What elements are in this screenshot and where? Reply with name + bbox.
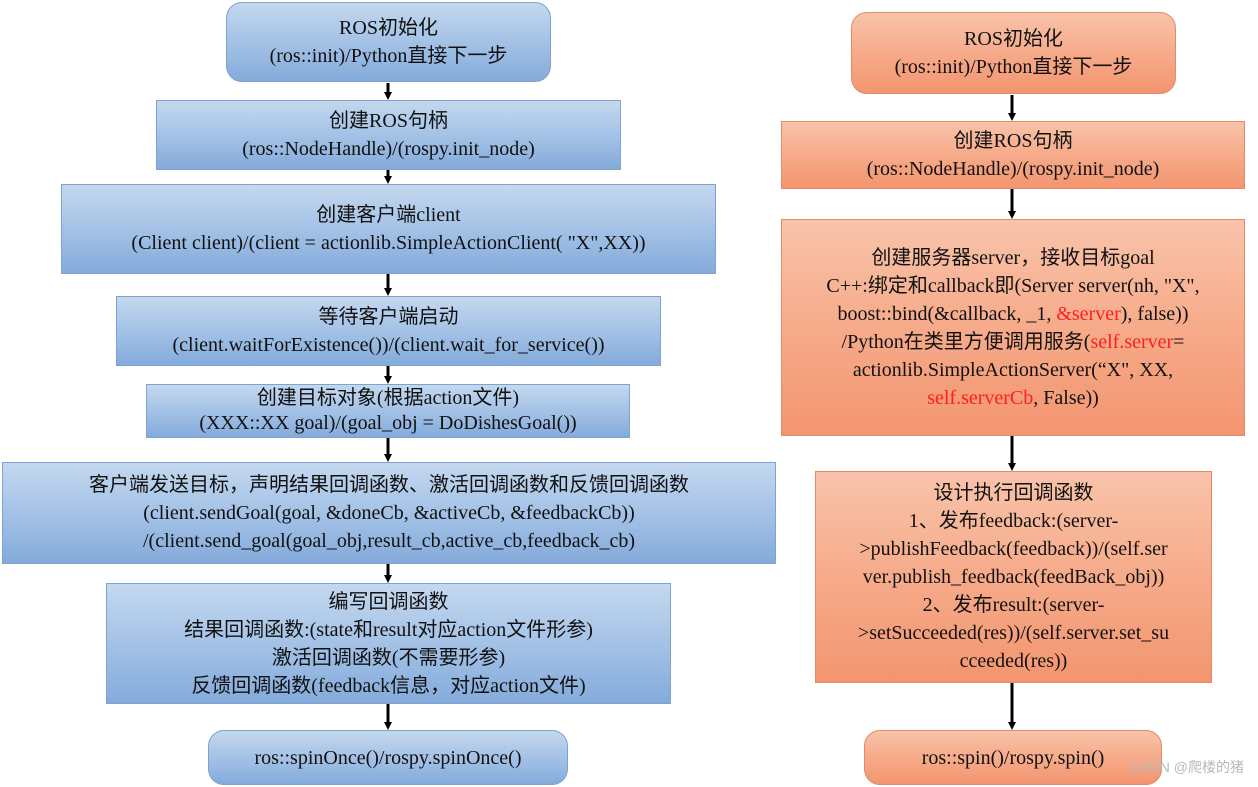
right-step-execute-callback-result-1: 2、发布result:(server-: [922, 594, 1105, 616]
left-step-create-handle: 创建ROS句柄 (ros::NodeHandle)/(rospy.init_no…: [156, 100, 621, 170]
left-step-spin-once-text: ros::spinOnce()/rospy.spinOnce(): [254, 746, 522, 769]
left-step-send-goal-title: 客户端发送目标，声明结果回调函数、激活回调函数和反馈回调函数: [89, 474, 689, 496]
left-step-create-goal: 创建目标对象(根据action文件) (XXX::XX goal)/(goal_…: [146, 384, 630, 438]
left-step-create-client-detail: (Client client)/(client = actionlib.Simp…: [131, 232, 646, 254]
left-step-wait-client-title: 等待客户端启动: [318, 306, 459, 328]
left-step-wait-client-detail: (client.waitForExistence())/(client.wait…: [172, 334, 605, 356]
csdn-watermark: CSDN @爬楼的猪: [1130, 759, 1244, 775]
left-step-create-goal-detail: (XXX::XX goal)/(goal_obj = DoDishesGoal(…: [199, 412, 577, 434]
self-servercb-highlight: self.serverCb: [927, 386, 1034, 409]
right-step-create-server-bind: boost::bind(&callback, _1, &server), fal…: [837, 302, 1189, 325]
left-step-ros-init-title: ROS初始化: [339, 17, 438, 39]
right-step-create-server-python: /Python在类里方便调用服务(self.server=: [841, 330, 1185, 353]
left-step-write-callbacks: 编写回调函数 结果回调函数:(state和result对应action文件形参)…: [106, 583, 671, 704]
left-step-write-callbacks-feedback: 反馈回调函数(feedback信息，对应action文件): [191, 674, 586, 697]
left-step-write-callbacks-result: 结果回调函数:(state和result对应action文件形参): [184, 618, 593, 641]
right-step-execute-callback: 设计执行回调函数 1、发布feedback:(server- >publishF…: [815, 471, 1212, 683]
left-step-create-client-title: 创建客户端client: [316, 204, 461, 226]
right-step-execute-callback-feedback-1: 1、发布feedback:(server-: [908, 510, 1119, 532]
right-step-ros-init-detail: (ros::init)/Python直接下一步: [894, 56, 1133, 78]
left-step-write-callbacks-title: 编写回调函数: [328, 590, 449, 613]
left-step-send-goal: 客户端发送目标，声明结果回调函数、激活回调函数和反馈回调函数 (client.s…: [2, 462, 776, 564]
right-step-create-server-action: actionlib.SimpleActionServer(“X", XX,: [852, 358, 1174, 381]
right-step-execute-callback-result-3: cceeded(res)): [959, 650, 1068, 672]
right-step-create-handle: 创建ROS句柄 (ros::NodeHandle)/(rospy.init_no…: [781, 121, 1245, 189]
right-step-execute-callback-result-2: >setSucceeded(res))/(self.server.set_su: [857, 622, 1170, 644]
left-step-spin-once: ros::spinOnce()/rospy.spinOnce(): [208, 730, 568, 785]
right-step-execute-callback-feedback-2: >publishFeedback(feedback))/(self.ser: [859, 538, 1168, 560]
right-step-create-server-cpp: C++:绑定和callback即(Server server(nh, "X",: [826, 274, 1200, 297]
left-step-create-goal-title: 创建目标对象(根据action文件): [256, 387, 520, 409]
server-ref-highlight: &server: [1056, 302, 1121, 325]
right-step-spin-text: ros::spin()/rospy.spin(): [921, 746, 1105, 769]
right-step-execute-callback-title: 设计执行回调函数: [933, 482, 1094, 504]
right-step-execute-callback-feedback-3: ver.publish_feedback(feedBack_obj)): [862, 566, 1165, 588]
left-step-create-handle-detail: (ros::NodeHandle)/(rospy.init_node): [242, 138, 535, 160]
left-step-write-callbacks-active: 激活回调函数(不需要形参): [271, 646, 506, 669]
left-step-ros-init-detail: (ros::init)/Python直接下一步: [269, 45, 508, 67]
right-step-spin: ros::spin()/rospy.spin(): [864, 730, 1162, 785]
right-step-create-handle-detail: (ros::NodeHandle)/(rospy.init_node): [866, 158, 1160, 180]
left-step-wait-client: 等待客户端启动 (client.waitForExistence())/(cli…: [116, 296, 661, 366]
left-step-create-handle-title: 创建ROS句柄: [329, 110, 448, 132]
left-step-create-client: 创建客户端client (Client client)/(client = ac…: [61, 184, 716, 274]
right-step-create-handle-title: 创建ROS句柄: [953, 130, 1073, 152]
left-step-send-goal-cpp: (client.sendGoal(goal, &doneCb, &activeC…: [143, 502, 635, 524]
left-step-ros-init: ROS初始化 (ros::init)/Python直接下一步: [226, 2, 551, 82]
left-step-send-goal-python: /(client.send_goal(goal_obj,result_cb,ac…: [142, 530, 636, 552]
right-step-ros-init-title: ROS初始化: [964, 28, 1063, 50]
right-step-create-server: 创建服务器server，接收目标goal C++:绑定和callback即(Se…: [781, 219, 1245, 436]
right-step-ros-init: ROS初始化 (ros::init)/Python直接下一步: [851, 12, 1176, 94]
right-step-create-server-callback: self.serverCb, False)): [927, 386, 1099, 409]
self-server-highlight: self.server: [1090, 330, 1174, 353]
right-step-create-server-title: 创建服务器server，接收目标goal: [871, 246, 1155, 269]
